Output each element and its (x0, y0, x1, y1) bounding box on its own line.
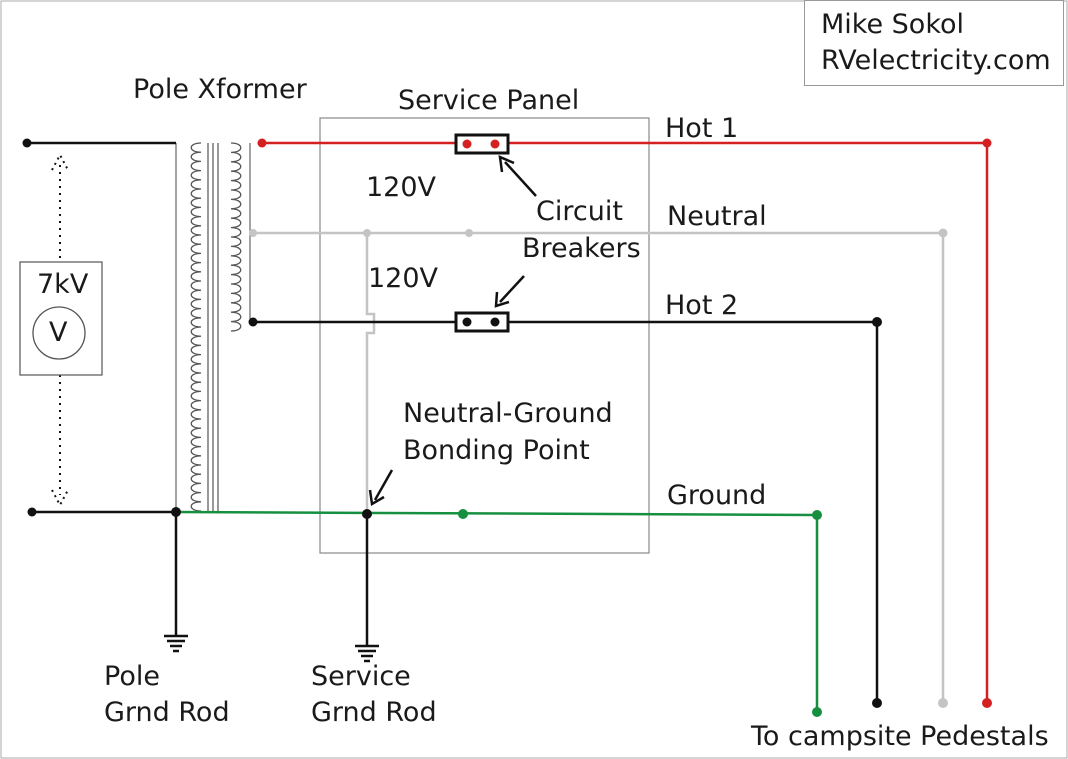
primary-terminal-bottom (27, 507, 37, 517)
ground-label: Ground (667, 480, 767, 511)
voltage-label-top: 120V (366, 172, 437, 203)
credit-website: RVelectricity.com (821, 45, 1051, 76)
service-rod-label-line1: Service (311, 661, 411, 692)
hot1-wire (257, 138, 992, 708)
service-panel-box (319, 117, 650, 554)
breaker-arrow-bottom (494, 275, 525, 308)
breaker-hot1 (454, 133, 510, 155)
voltmeter-label: V (49, 317, 68, 348)
primary-terminal-top (22, 138, 32, 148)
circuit-label: Circuit (536, 196, 623, 227)
service-rod-label-line2: Grnd Rod (311, 697, 437, 728)
pole-xformer-label: Pole Xformer (133, 74, 307, 105)
credit-author: Mike Sokol (821, 9, 965, 40)
bonding-label-line1: Neutral-Ground (403, 398, 613, 429)
breakers-label: Breakers (522, 233, 641, 264)
bonding-label-line2: Bonding Point (403, 435, 590, 466)
pole-rod-label-line2: Grnd Rod (104, 697, 230, 728)
breaker-arrow-top (498, 154, 537, 197)
pole-rod-label-line1: Pole (104, 661, 160, 692)
transformer-core (207, 143, 219, 512)
bonding-arrow (368, 469, 394, 507)
neutral-wire (249, 228, 948, 708)
voltmeter-icon (32, 306, 86, 360)
credit-box: Mike Sokol RVelectricity.com (804, 0, 1064, 86)
transformer-secondary-coil (230, 142, 251, 332)
destination-label: To campsite Pedestals (751, 721, 1049, 752)
breaker-hot2 (454, 311, 510, 333)
service-panel-label: Service Panel (398, 85, 580, 116)
service-ground-rod (355, 509, 379, 663)
ground-wire (175, 509, 822, 717)
hot2-label: Hot 2 (665, 290, 739, 321)
hot1-label: Hot 1 (665, 113, 739, 144)
hot2-wire (248, 317, 882, 708)
primary-voltage-label: 7kV (37, 269, 89, 300)
transformer-primary-coil (175, 142, 202, 512)
voltage-label-bottom: 120V (368, 263, 439, 294)
pole-ground-rod (164, 507, 188, 653)
neutral-label: Neutral (667, 201, 767, 232)
